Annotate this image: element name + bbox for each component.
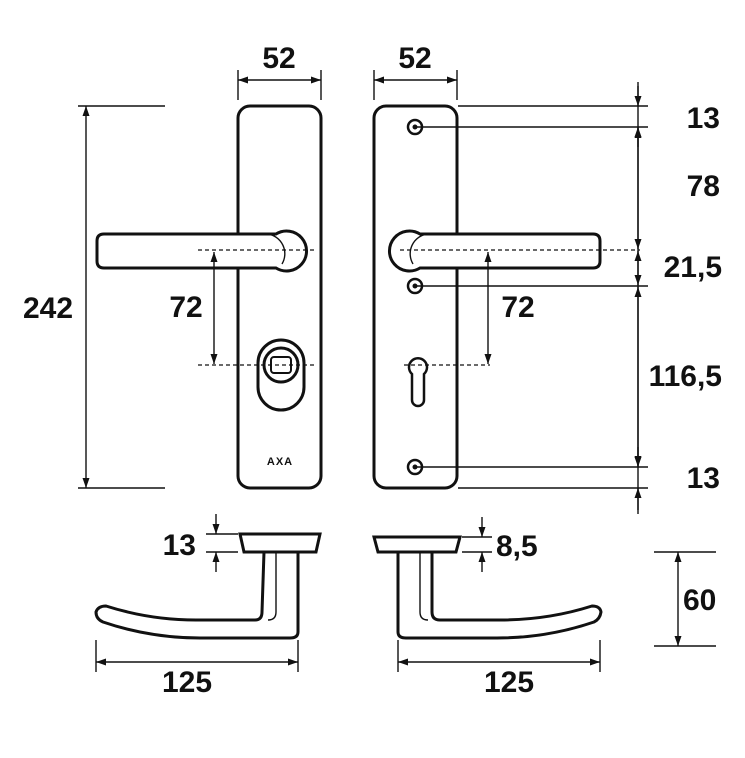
screw-to-bottom-screw-label: 116,5 — [649, 360, 722, 393]
right-lever-length-label: 125 — [484, 666, 534, 699]
lever-projection-label: 60 — [683, 584, 716, 617]
right-side-view: 8,5 60 125 — [372, 517, 716, 699]
right-rose — [372, 535, 462, 554]
lever-to-screw-label: 21,5 — [664, 251, 722, 284]
left-lever-length-label: 125 — [162, 666, 212, 699]
right-plate-width-label: 52 — [398, 42, 431, 75]
overall-height-label: 242 — [23, 292, 73, 325]
right-lever-handle — [388, 229, 602, 273]
right-lever-to-keyhole-label: 72 — [501, 291, 534, 324]
screw-to-lever-label: 78 — [687, 170, 720, 203]
left-side-view: 13 125 — [94, 514, 322, 699]
right-front-view: 52 72 — [372, 42, 648, 490]
vertical-dimension-chain: 13 78 21,5 116,5 13 — [458, 82, 722, 514]
brand-logo: AXA — [267, 456, 293, 468]
left-lever-to-cylinder-label: 72 — [169, 291, 202, 324]
left-rose — [238, 532, 322, 554]
bottom-screw-offset-label: 13 — [687, 462, 720, 495]
keyhole — [407, 357, 429, 408]
left-plate-width-label: 52 — [262, 42, 295, 75]
right-backplate — [372, 104, 459, 490]
left-lever-handle — [95, 229, 308, 273]
right-rose-thickness-label: 8,5 — [496, 530, 538, 563]
left-lever-profile — [94, 550, 300, 640]
left-rose-thickness-label: 13 — [163, 529, 196, 562]
left-front-view: AXA 52 72 242 — [23, 42, 323, 490]
cylinder-slot — [270, 356, 292, 374]
left-backplate — [236, 104, 323, 490]
right-lever-profile — [396, 550, 603, 640]
top-screw-offset-label: 13 — [687, 102, 720, 135]
